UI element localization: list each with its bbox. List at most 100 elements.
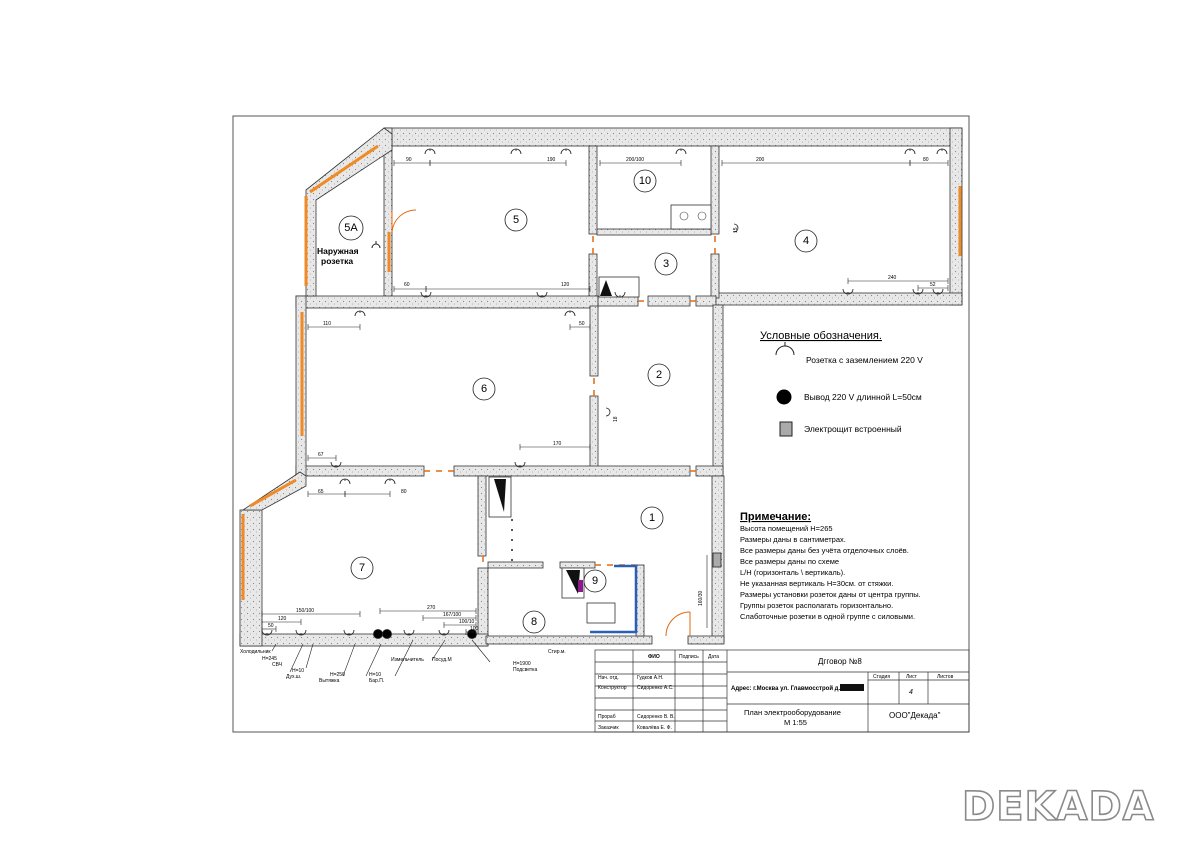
room-10: 10 <box>633 169 657 193</box>
tb-address: Адрес: г.Москва ул. Главмосстрой д. <box>731 685 840 692</box>
socket-icon <box>536 291 548 298</box>
note-line: Все размеры даны по схеме <box>740 557 839 566</box>
label-hood: Вытяжка <box>319 678 340 684</box>
windows <box>241 144 962 600</box>
room-7: 7 <box>350 556 374 580</box>
legend: Условные обозначения. Розетка с заземлен… <box>760 330 923 437</box>
legend-title: Условные обозначения. <box>760 330 882 342</box>
legend-socket-icon <box>775 342 795 356</box>
socket-icon <box>438 629 450 636</box>
dim-10: 200/100 <box>626 157 644 163</box>
room-3: 3 <box>654 252 678 276</box>
note-line: Размеры установки розеток даны от центра… <box>740 590 921 599</box>
socket-icon <box>384 478 396 485</box>
walls <box>239 127 963 647</box>
socket-icon <box>424 148 436 155</box>
dim-7g: 100 <box>470 626 479 632</box>
tb-fio: ФИО <box>648 654 660 660</box>
room-6: 6 <box>472 377 496 401</box>
socket-icon <box>842 288 854 295</box>
tb-sheet: Лист <box>906 674 918 680</box>
tb-row3-role: Прораб <box>598 714 616 720</box>
legend-panel-icon <box>779 421 793 437</box>
label-h10b: Н=10 <box>369 672 381 678</box>
openings <box>424 236 716 568</box>
room-5: 5 <box>504 208 528 232</box>
tb-sheet-no: 4 <box>909 689 913 696</box>
dim-4b: 80 <box>923 157 929 163</box>
doors <box>391 209 691 637</box>
dim-7a: 150/100 <box>296 608 314 614</box>
dim-6c: 170 <box>553 441 562 447</box>
tb-row2-role: Конструктор <box>598 685 627 691</box>
outdoor-socket-icon <box>371 241 381 249</box>
dim-4c: 240 <box>888 275 897 281</box>
dim-3: 15 <box>733 227 739 233</box>
dim-1: 160/30 <box>698 590 704 606</box>
label-svch: СВЧ <box>272 662 282 668</box>
legend-socket-text: Розетка с заземлением 220 V <box>806 355 923 365</box>
fixtures <box>488 204 722 634</box>
legend-outlet-text: Вывод 220 V длинной L=50см <box>804 392 922 402</box>
dim-5b: 190 <box>547 157 556 163</box>
tb-sign: Подпись <box>679 654 699 660</box>
socket-icon <box>339 478 351 485</box>
wall-balcony-5a <box>305 127 393 297</box>
label-h250: Н=250 <box>330 672 345 678</box>
socket-icon <box>560 148 572 155</box>
notes: Примечание: Высота помещений Н=265 Разме… <box>740 511 921 621</box>
room-5a: 5A <box>338 215 364 241</box>
room-9: 9 <box>583 569 607 593</box>
dim-6f: 80 <box>401 489 407 495</box>
label-light: Подсветка <box>513 667 537 673</box>
room-7-label: 7 <box>359 562 365 574</box>
note-line: Все размеры даны без учёта отделочных сл… <box>740 546 909 555</box>
socket-icon <box>295 629 307 636</box>
label-washer: Стир.м. <box>548 649 566 655</box>
label-h245: Н=245 <box>262 656 277 662</box>
notes-title: Примечание: <box>740 511 811 523</box>
socket-icon <box>733 223 739 233</box>
socket-icon <box>330 461 342 468</box>
room-8: 8 <box>522 610 546 634</box>
socket-icon <box>932 288 944 295</box>
note-line: Высота помещений Н=265 <box>740 524 833 533</box>
label-grinder: Измельчитель <box>391 657 424 663</box>
tb-row4-role: Заказчик <box>598 725 619 731</box>
title-block <box>594 649 970 733</box>
socket-icon <box>904 148 916 155</box>
dim-2: 18 <box>613 416 619 422</box>
dim-5a: 90 <box>406 157 412 163</box>
outdoor-socket-label-1: Наружная <box>317 246 359 256</box>
socket-icon <box>343 629 355 636</box>
socket-icon <box>420 291 432 298</box>
tb-date: Дата <box>708 654 719 660</box>
label-oven: Дух.ш. <box>286 674 301 680</box>
room-3-label: 3 <box>663 258 669 270</box>
dim-7f: 100/10 <box>459 619 475 625</box>
socket-icon <box>936 148 948 155</box>
socket-icon <box>514 461 526 468</box>
tb-row2-name: Сидоренко А.С. <box>637 685 674 691</box>
dim-4a: 200 <box>756 157 765 163</box>
room-5-label: 5 <box>513 214 519 226</box>
room-6-label: 6 <box>481 383 487 395</box>
tb-address-redaction <box>840 684 864 691</box>
room-4-label: 4 <box>803 235 809 247</box>
socket-icon <box>564 310 576 317</box>
socket-icon <box>675 148 687 155</box>
tb-contract: Дгговор №8 <box>818 657 862 666</box>
room-5a-label: 5A <box>344 222 358 234</box>
label-h1900: Н=1900 <box>513 661 531 667</box>
outlet-220v-icon <box>373 629 383 639</box>
dim-5c: 60 <box>404 282 410 288</box>
dim-7d: 270 <box>427 605 436 611</box>
room-2-label: 2 <box>656 369 662 381</box>
room-1-label: 1 <box>649 512 655 524</box>
dimension-lines <box>261 160 949 635</box>
socket-icon <box>403 629 415 636</box>
room-8-label: 8 <box>531 616 537 628</box>
room-4: 4 <box>794 229 818 253</box>
note-line: Не указанная вертикаль Н=30см. от стяжки… <box>740 579 893 588</box>
